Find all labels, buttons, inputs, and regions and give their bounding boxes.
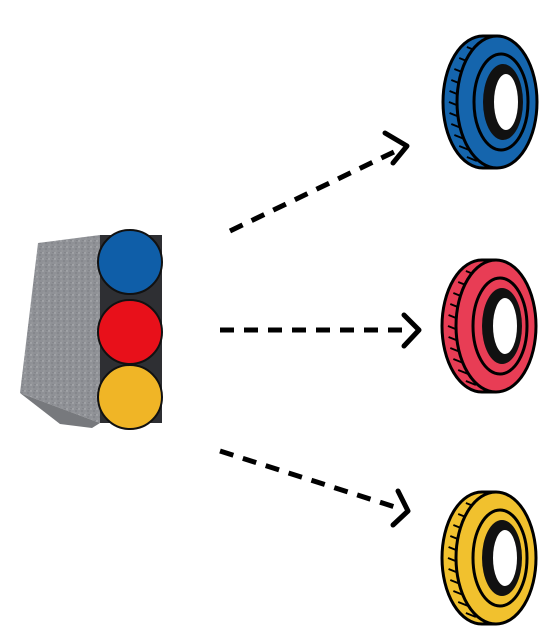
arrowhead-icon [404, 315, 419, 346]
tire-hole [494, 74, 518, 130]
tire-icon-blue [443, 36, 537, 168]
dashed-arrow-icon [220, 451, 398, 508]
traffic-light-icon [20, 230, 162, 429]
tire-icon-yellow [442, 492, 536, 624]
traffic-light-housing [20, 235, 100, 423]
tire-icon-red [442, 260, 536, 392]
arrow-to-bottom-tire [220, 451, 408, 525]
tire-hole [493, 298, 517, 354]
traffic-light-yellow-lamp [98, 365, 162, 429]
tire-hole [493, 530, 517, 586]
arrow-to-middle-tire [220, 315, 419, 346]
dashed-arrow-icon [230, 150, 398, 231]
traffic-light-blue-lamp [98, 230, 162, 294]
arrowhead-icon [393, 491, 408, 525]
arrowhead-icon [385, 133, 407, 163]
arrow-to-top-tire [230, 133, 407, 231]
traffic-light-red-lamp [98, 300, 162, 364]
